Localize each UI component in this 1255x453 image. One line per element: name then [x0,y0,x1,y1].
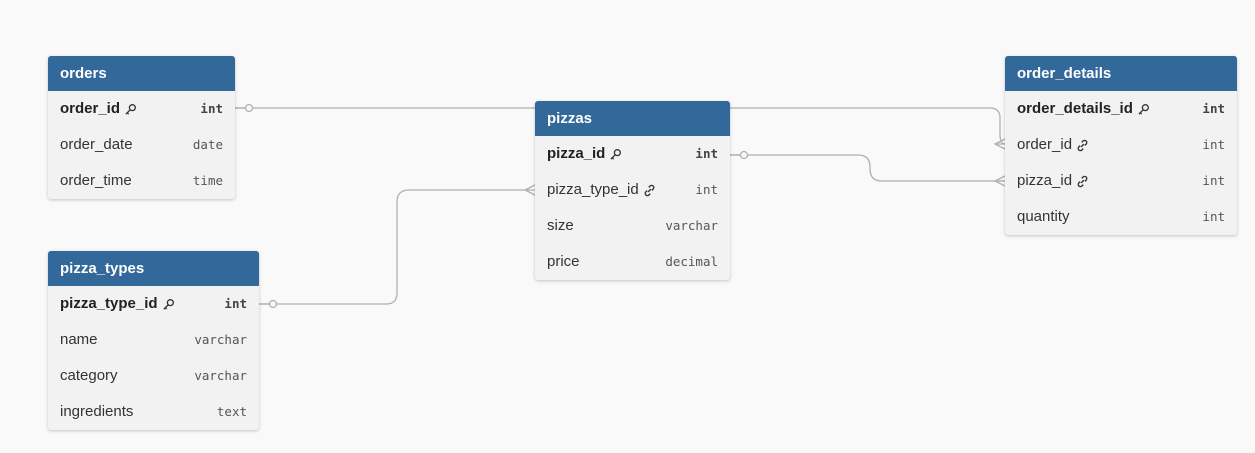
pizza-types-zero-circle [268,299,278,309]
primary-key-icon [125,103,136,115]
table-title: pizza_types [60,260,145,277]
field-row-ingredients[interactable]: ingredients text [48,394,259,430]
field-row-order-date[interactable]: order_date date [48,127,235,163]
field-name: pizza_type_id [547,181,639,198]
table-order-details[interactable]: order_details order_details_id int order… [1005,56,1237,235]
field-name: order_time [60,172,132,189]
table-header-order-details[interactable]: order_details [1005,56,1237,91]
field-type: int [1202,209,1225,224]
field-type: int [1202,173,1225,188]
foreign-key-link-icon [1077,139,1088,151]
table-pizza-types[interactable]: pizza_types pizza_type_id int name varch… [48,251,259,430]
field-row-order-id[interactable]: order_id int [1005,127,1237,163]
field-type: int [1202,137,1225,152]
table-title: orders [60,65,107,82]
field-name: pizza_type_id [60,295,158,312]
field-type: int [224,296,247,311]
field-row-quantity[interactable]: quantity int [1005,199,1237,235]
foreign-key-link-icon [1077,175,1088,187]
field-row-pizza-id[interactable]: pizza_id int [1005,163,1237,199]
field-name: pizza_id [1017,172,1073,189]
field-row-size[interactable]: size varchar [535,208,730,244]
pizzas-zero-circle [739,150,749,160]
field-name: category [60,367,118,384]
crowfoot-pizza-id [993,175,1006,187]
relation-pizzas-order-details [730,154,1005,182]
field-type: int [695,182,718,197]
field-name: name [60,331,98,348]
field-type: date [192,137,223,152]
field-row-pizza-type-id[interactable]: pizza_type_id int [535,172,730,208]
field-type: varchar [194,332,247,347]
table-title: order_details [1017,65,1112,82]
primary-key-icon [162,298,174,310]
field-type: varchar [194,368,247,383]
field-row-price[interactable]: price decimal [535,244,730,280]
field-row-order-time[interactable]: order_time time [48,163,235,199]
table-title: pizzas [547,110,593,127]
table-header-pizzas[interactable]: pizzas [535,101,730,136]
field-name: price [547,253,580,270]
table-pizzas[interactable]: pizzas pizza_id int pizza_type_id int si… [535,101,730,280]
crowfoot-order-id [993,138,1006,150]
field-type: int [1202,101,1225,116]
field-type: decimal [665,254,718,269]
relation-pizza-types-pizzas [259,189,535,305]
table-header-orders[interactable]: orders [48,56,235,91]
crowfoot-pizza-type-id [523,184,536,196]
field-name: order_id [60,100,121,117]
field-row-category[interactable]: category varchar [48,358,259,394]
field-name: pizza_id [547,145,606,162]
field-type: text [216,404,247,419]
field-type: int [200,101,223,116]
field-row-pizza-type-id[interactable]: pizza_type_id int [48,286,259,322]
field-type: time [192,173,223,188]
field-row-order-details-id[interactable]: order_details_id int [1005,91,1237,127]
field-row-pizza-id[interactable]: pizza_id int [535,136,730,172]
field-name: ingredients [60,403,134,420]
field-name: quantity [1017,208,1070,225]
foreign-key-link-icon [644,184,655,196]
field-type: varchar [665,218,718,233]
field-row-name[interactable]: name varchar [48,322,259,358]
field-row-order-id[interactable]: order_id int [48,91,235,127]
primary-key-icon [1138,103,1149,115]
field-name: order_details_id [1017,100,1133,117]
table-header-pizza-types[interactable]: pizza_types [48,251,259,286]
field-name: order_id [1017,136,1073,153]
primary-key-icon [610,148,622,160]
table-orders[interactable]: orders order_id int order_date date orde… [48,56,235,199]
orders-zero-circle [244,103,254,113]
field-name: size [547,217,574,234]
field-name: order_date [60,136,133,153]
field-type: int [695,146,718,161]
